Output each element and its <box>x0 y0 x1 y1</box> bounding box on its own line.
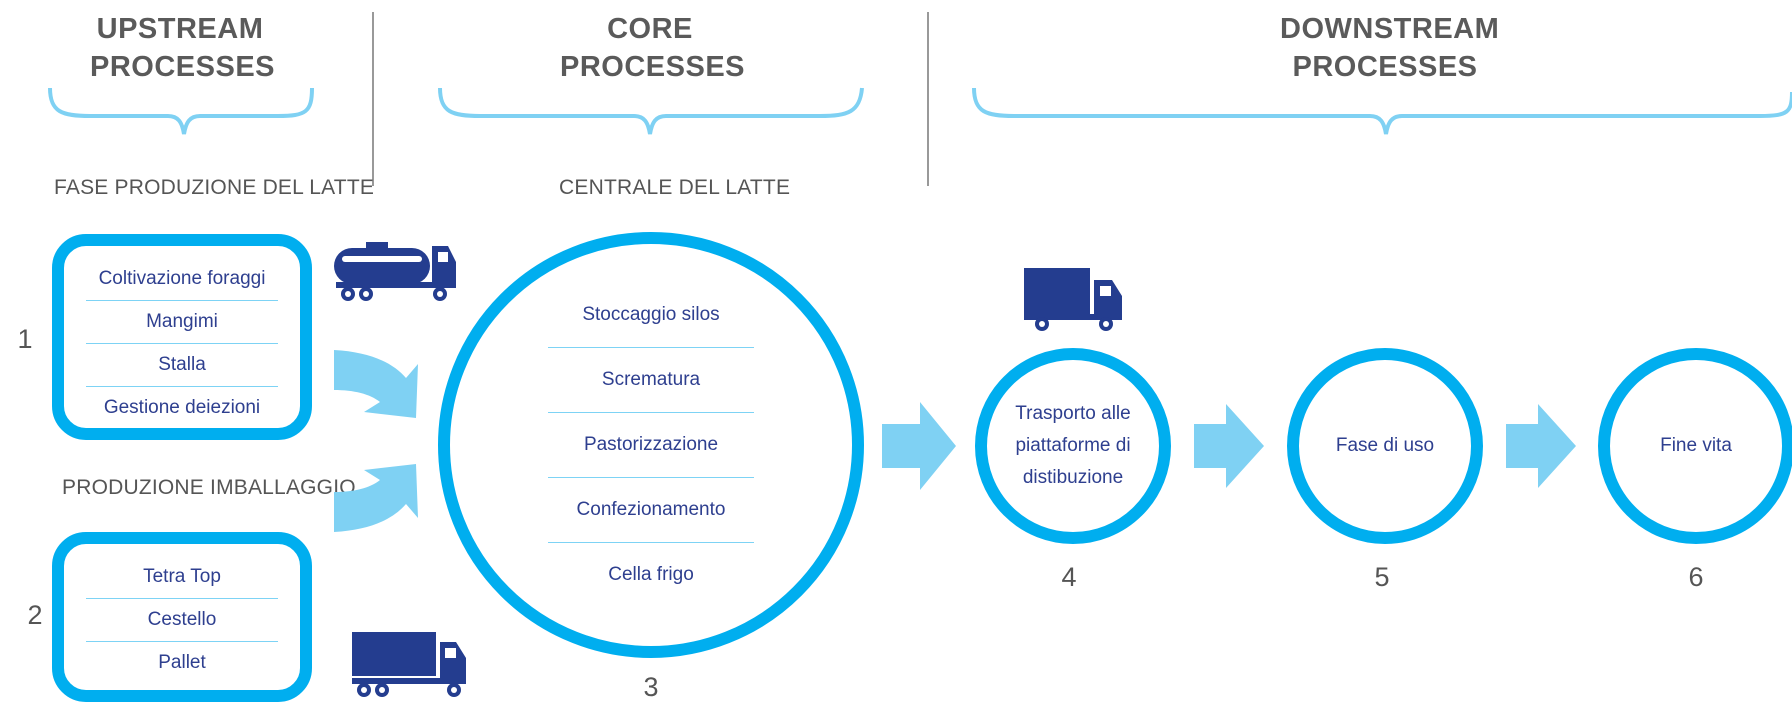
curved-arrow-bottom <box>334 464 418 532</box>
upstream-heading: UPSTREAM PROCESSES <box>90 13 275 83</box>
list-item: Gestione deiezioni <box>103 397 261 418</box>
core-processes-circle: Stoccaggio silos Scrematura Pastorizzazi… <box>438 232 864 658</box>
packaging-production-heading: PRODUZIONE IMBALLAGGIO <box>62 476 356 499</box>
box-truck-icon <box>352 632 466 697</box>
step-number-6: 6 <box>1688 562 1704 592</box>
list-item: Pastorizzazione <box>548 413 754 478</box>
milk-production-heading: FASE PRODUZIONE DEL LATTE <box>54 176 375 199</box>
step-number-3: 3 <box>643 672 659 702</box>
milk-production-list: Coltivazione foraggi Mangimi Stalla Gest… <box>86 258 278 429</box>
use-phase-circle: Fase di uso <box>1287 348 1483 544</box>
end-of-life-label: Fine vita <box>1660 435 1732 456</box>
list-item: Tetra Top <box>86 556 278 599</box>
use-phase-label: Fase di uso <box>1335 435 1435 456</box>
list-item: Confezionamento <box>548 478 754 543</box>
straight-arrow-4-5 <box>1194 404 1264 488</box>
step-number-1: 1 <box>17 324 33 354</box>
downstream-brace-path <box>972 87 1792 135</box>
end-of-life-circle: Fine vita <box>1598 348 1792 544</box>
list-item: Scrematura <box>548 348 754 413</box>
box-truck-icon <box>1024 268 1122 331</box>
curved-arrow-top <box>334 350 418 418</box>
list-item: Stoccaggio silos <box>548 283 754 348</box>
list-item: Stalla <box>86 344 278 387</box>
list-item: Mangimi <box>86 301 278 344</box>
straight-arrow-5-6 <box>1506 404 1576 488</box>
core-brace-path <box>438 87 864 135</box>
upstream-brace-path <box>48 87 314 135</box>
milk-production-box: Coltivazione foraggi Mangimi Stalla Gest… <box>52 234 312 440</box>
transport-circle: Trasporto alle piattaforme di distibuzio… <box>975 348 1171 544</box>
straight-arrow-3-4 <box>882 402 956 490</box>
step-number-5: 5 <box>1374 562 1390 592</box>
list-item: Coltivazione foraggi <box>86 258 278 301</box>
list-item: Cella frigo <box>608 564 694 585</box>
central-heading: CENTRALE DEL LATTE <box>559 176 791 199</box>
downstream-heading: DOWNSTREAM PROCESSES <box>1280 13 1500 83</box>
transport-label: Trasporto alle piattaforme di distibuzio… <box>1015 403 1131 488</box>
packaging-box: Tetra Top Cestello Pallet <box>52 532 312 702</box>
step-number-4: 4 <box>1061 562 1077 592</box>
core-heading: CORE PROCESSES <box>560 13 745 83</box>
list-item: Pallet <box>158 652 206 673</box>
step-number-2: 2 <box>27 600 43 630</box>
tanker-truck-icon <box>334 242 456 301</box>
list-item: Cestello <box>86 599 278 642</box>
packaging-list: Tetra Top Cestello Pallet <box>86 556 278 684</box>
core-processes-list: Stoccaggio silos Scrematura Pastorizzazi… <box>548 283 754 607</box>
